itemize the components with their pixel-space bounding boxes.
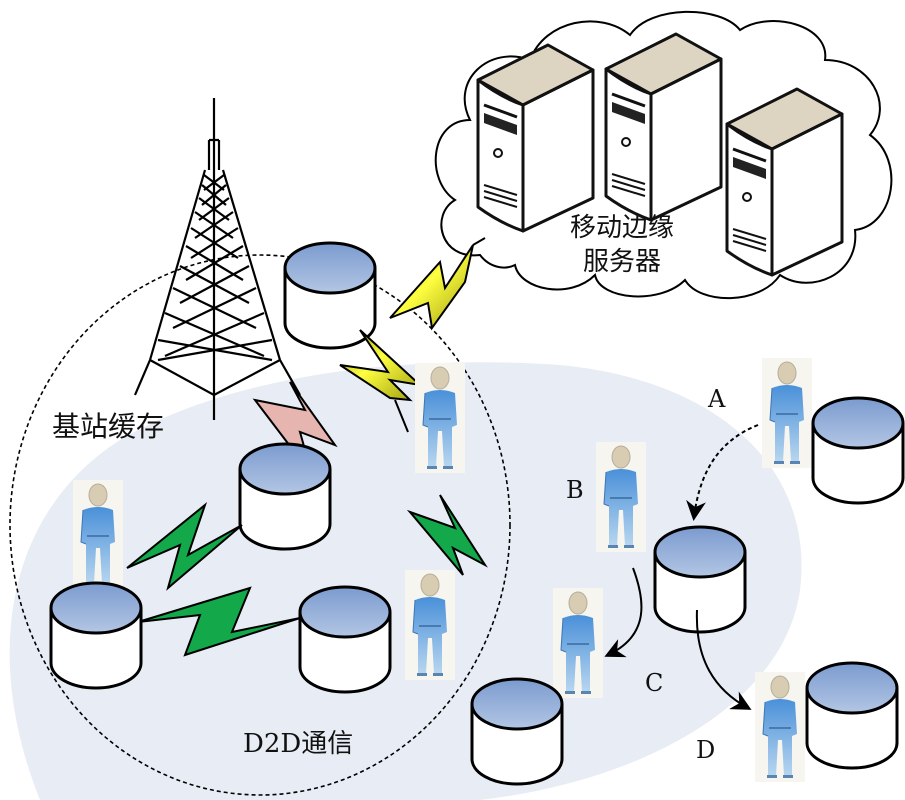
user-person-icon [72,479,124,591]
cache-cylinder-icon [653,525,747,634]
user-d-person-icon [754,671,806,783]
user-a-person-icon [761,357,813,469]
lightning-link-icon [126,502,243,591]
server-icon [476,43,595,233]
server-cloud-label-line1: 移动边缘 [570,213,674,243]
user-d-cache-cylinder [805,661,899,770]
server-icon [604,32,723,222]
base-station-cache-label: 基站缓存 [52,410,164,443]
user-c-person-icon [552,587,604,699]
user-b-person-icon [595,441,647,553]
lightning-link-icon [389,244,474,331]
base-station-tower-icon [133,98,301,420]
arrow-icon [695,609,752,710]
user-b-label: B [566,476,584,504]
arrow-icon [604,567,643,658]
cache-cylinder-icon [238,442,332,551]
user-person-icon [414,362,466,474]
user-d-label: D [696,736,715,764]
user-c-label: C [645,669,663,697]
user-person-icon [404,569,456,681]
cache-cylinder-icon [49,581,143,690]
user-a-cache-cylinder [811,396,905,505]
lightning-link-icon [406,494,488,576]
cache-cylinder-icon [470,677,564,786]
d2d-communication-label: D2D通信 [243,729,353,759]
user-a-label: A [707,385,726,413]
server-cloud-label-line2: 服务器 [583,247,661,277]
cache-cylinder-icon [298,585,392,694]
arrow-icon [686,424,759,521]
server-icon [725,87,844,277]
base-station-coverage-circle [9,254,511,796]
